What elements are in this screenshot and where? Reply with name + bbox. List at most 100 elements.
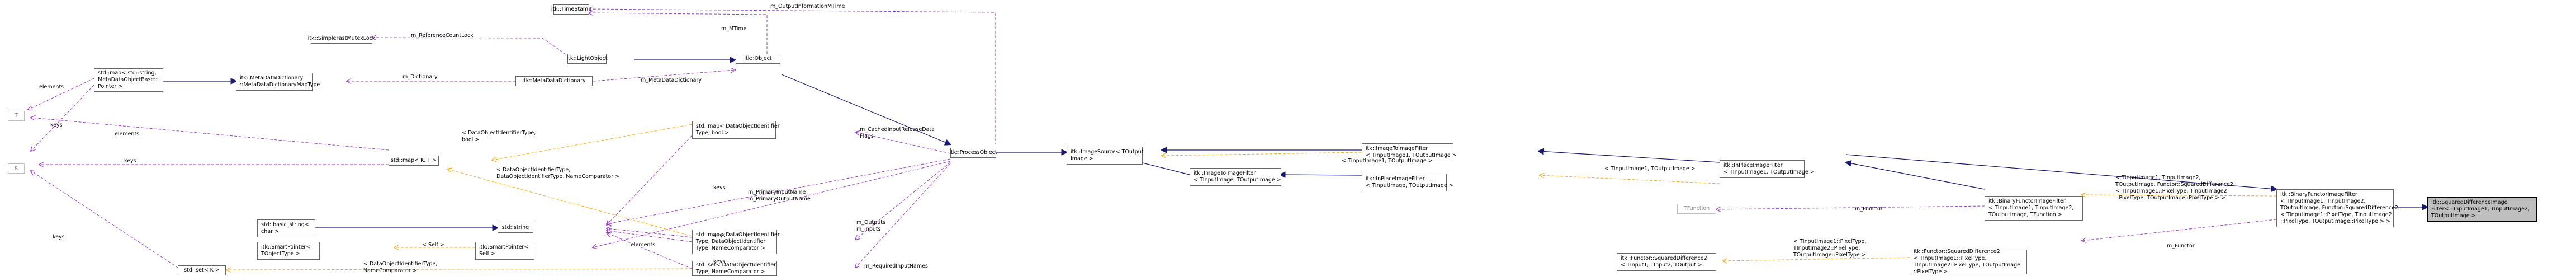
label-m-referencecountlock: m_ReferenceCountLock xyxy=(411,32,473,39)
label-keys-3: keys xyxy=(713,185,726,191)
edge-label-line: m_MetaDataDictionary xyxy=(641,77,702,83)
label-dataobj-bool: < DataObjectIdentifierType,bool > xyxy=(462,130,536,143)
edge-label-line: < DataObjectIdentifierType, xyxy=(363,261,438,267)
edge-use-string-set-dataobj xyxy=(607,233,693,269)
node-simplefastmutexlock[interactable]: itk::SimpleFastMutexLock xyxy=(308,34,375,44)
node-metadatadictionary[interactable]: itk::MetaDataDictionary xyxy=(515,76,593,86)
edge-tpl-setK-set-dataobj xyxy=(226,269,693,270)
label-elements-2: elements xyxy=(115,131,139,138)
node-functor-sqdiff-template[interactable]: itk::Functor::SquaredDifference2< TInput… xyxy=(1617,253,1716,271)
label-m-outputinformationmtime: m_OutputInformationMTime xyxy=(770,3,845,10)
edge-label-line: Flags xyxy=(860,133,874,139)
edge-use-map-bool-processobject xyxy=(855,132,951,154)
node-lightobject[interactable]: itk::LightObject xyxy=(567,54,607,64)
node-label-line: TInputImage2::PixelType, TOutputImage xyxy=(1914,262,2020,268)
node-label-line: ::PixelType, TOutputImage::PixelType > > xyxy=(2280,218,2390,224)
node-label-line: itk::BinaryFunctorImageFilter xyxy=(1988,198,2066,204)
node-functor-sqdiff-instance[interactable]: itk::Functor::SquaredDifference2< TInput… xyxy=(1910,249,2027,275)
edge-inherit-imagetoimage-top-inplace-1 xyxy=(1538,151,1720,163)
edge-use-T-map-metadata xyxy=(28,78,94,110)
node-timestamp[interactable]: itk::TimeStamp xyxy=(551,4,591,15)
edge-label-line: elements xyxy=(39,84,64,90)
node-label-line: itk::MetaDataDictionary xyxy=(240,75,304,81)
node-label-line: itk::ImageSource< TOutput xyxy=(1071,149,1144,155)
edge-label-line: keys xyxy=(50,122,63,128)
edge-inherit-binaryfunctor-base-inst xyxy=(1845,154,2276,189)
node-std-string[interactable]: std::string xyxy=(498,223,533,233)
node-label-line: itk::SimpleFastMutexLock xyxy=(307,35,376,41)
node-label-line: < TInputImage1::PixelType, TInputImage2 xyxy=(2280,212,2392,218)
node-label-line: std::set< DataObjectIdentifier xyxy=(696,261,776,268)
label-elements-3: elements xyxy=(631,242,655,249)
node-label-line: std::string xyxy=(501,224,529,231)
edge-label-line: TInputImage2::PixelType, xyxy=(1793,245,1860,251)
node-metadatadictionary-maptype[interactable]: itk::MetaDataDictionary::MetaDataDiction… xyxy=(236,73,320,91)
node-inplaceimagefilter-mid[interactable]: itk::InPlaceImageFilter< TInputImage, TO… xyxy=(1362,174,1453,191)
node-std-basic-string[interactable]: std::basic_string<char > xyxy=(257,219,315,237)
node-inplaceimagefilter-1[interactable]: itk::InPlaceImageFilter< TInputImage1, T… xyxy=(1720,160,1815,178)
edge-label-line: m_OutputInformationMTime xyxy=(770,3,845,10)
node-label-line: std::map< std::string, xyxy=(98,70,157,76)
label-tin-functor: < TInputImage1, TInputImage2,TOutputImag… xyxy=(2115,175,2233,202)
edge-inherit-object-processobject xyxy=(781,74,950,144)
node-label-line: itk::Functor::SquaredDifference2 xyxy=(1914,249,2000,255)
node-std-set-K[interactable]: std::set< K > xyxy=(178,265,226,275)
edge-label-line: elements xyxy=(631,242,656,248)
node-imagetoimagefilter-top[interactable]: itk::ImageToImageFilter< TInputImage1, T… xyxy=(1362,143,1457,161)
edge-use-string-map-name xyxy=(607,228,693,238)
node-std-map-metadata[interactable]: std::map< std::string,MetaDataObjectBase… xyxy=(94,68,163,92)
edge-use-string-processobject xyxy=(607,158,951,224)
edge-label-line: m_PrimaryInputName xyxy=(748,189,806,195)
edge-label-line: m_PrimaryOutputName xyxy=(748,196,811,202)
node-label-line: Type, NameComparator > xyxy=(696,245,765,251)
node-label-line: TOutputImage > xyxy=(2431,213,2476,219)
node-binaryfunctorimagefilter-instance[interactable]: itk::BinaryFunctorImageFilter< TInputIma… xyxy=(2276,189,2398,227)
node-label-line: std::map< DataObjectIdentifier xyxy=(696,123,780,129)
edge-label-line: keys xyxy=(53,234,65,240)
edge-use-K-map-metadata xyxy=(31,85,94,151)
node-label-line: Self > xyxy=(479,251,495,257)
edge-label-line: m_Functor xyxy=(1855,206,1883,212)
node-label-line: < TInputImage1::PixelType, xyxy=(1914,255,1987,261)
node-template-T[interactable]: T xyxy=(8,111,25,121)
label-dataobj-name: < DataObjectIdentifierType,DataObjectIde… xyxy=(496,167,619,180)
edge-label-line: ::PixelType, TOutputImage::PixelType > > xyxy=(2115,195,2225,201)
edge-label-line: m_Dictionary xyxy=(402,74,438,80)
node-label-line: TOutputImage, TFunction > xyxy=(1988,212,2062,218)
node-label-line: itk::SmartPointer< xyxy=(479,244,529,250)
node-label-line: ::MetaDataDictionaryMapType xyxy=(240,82,320,88)
label-self: < Self > xyxy=(422,242,444,249)
edge-label-line: NameComparator > xyxy=(363,268,417,274)
edge-label-line: < DataObjectIdentifierType, xyxy=(462,130,536,136)
edge-label-line: keys xyxy=(124,158,136,164)
node-processobject[interactable]: itk::ProcessObject xyxy=(949,148,997,158)
edge-label-line: keys xyxy=(713,185,726,191)
label-tin1-tout-b: < TInputImage1, TOutputImage > xyxy=(1604,166,1696,172)
node-binaryfunctorimagefilter-base[interactable]: itk::BinaryFunctorImageFilter< TInputIma… xyxy=(1985,196,2083,221)
label-m-functor-2: m_Functor xyxy=(2167,243,2195,250)
node-label-line: K xyxy=(14,165,18,171)
edge-use-tfunction-binaryfunctor-base xyxy=(1716,205,1985,209)
node-label-line: itk::SquaredDifferenceImage xyxy=(2431,199,2508,205)
edge-label-line: m_ReferenceCountLock xyxy=(411,32,473,39)
node-template-K[interactable]: K xyxy=(8,163,25,174)
node-std-map-KT[interactable]: std::map< K, T > xyxy=(389,156,439,166)
node-smartpointer-tobject[interactable]: itk::SmartPointer<TObjectType > xyxy=(257,242,320,260)
node-label-line: T xyxy=(15,113,18,119)
node-label-line: itk::BinaryFunctorImageFilter xyxy=(2280,191,2357,198)
node-object[interactable]: itk::Object xyxy=(736,54,780,64)
node-label-line: std::basic_string< xyxy=(261,222,309,228)
node-smartpointer-self[interactable]: itk::SmartPointer<Self > xyxy=(475,242,534,260)
edge-use-string-map-name-2 xyxy=(607,231,693,242)
node-tfunction[interactable]: TFunction xyxy=(1677,204,1716,214)
node-imagetoimagefilter-mid[interactable]: itk::ImageToImageFilter< TInputImage, TO… xyxy=(1190,168,1281,186)
edge-tpl-mapKT-map-bool xyxy=(492,124,693,160)
label-m-mtime: m_MTime xyxy=(721,26,746,32)
node-label-line: itk::ImageToImageFilter xyxy=(1194,170,1256,176)
